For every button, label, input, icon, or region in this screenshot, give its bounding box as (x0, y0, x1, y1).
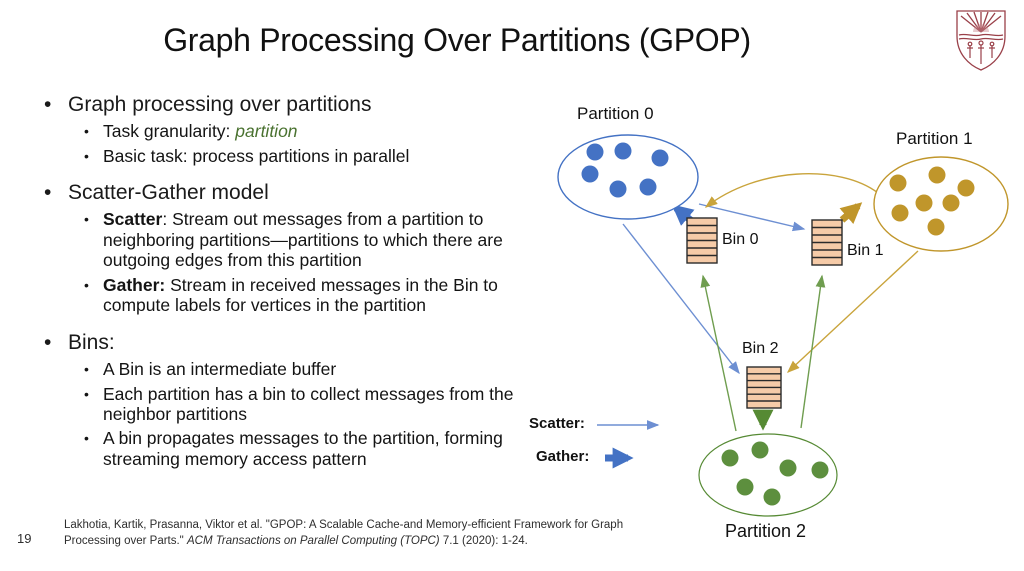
bullet-group-scatter-gather: • Scatter-Gather model • Scatter: Stream… (44, 180, 546, 316)
bin-1-shape (811, 219, 843, 266)
bullet-marker: • (44, 330, 52, 354)
bullet-marker: • (84, 123, 89, 140)
partition-1-label: Partition 1 (896, 129, 973, 148)
citation-line-2: Processing over Parts." ACM Transactions… (64, 534, 528, 547)
bullet-marker: • (84, 361, 89, 378)
bullet-marker: • (84, 430, 89, 447)
bullet-text: Scatter-Gather model (68, 181, 269, 205)
bin-2-shape (746, 366, 782, 409)
scatter-arrows (622, 173, 919, 432)
sub-bullet-text: Task granularity: partition (103, 121, 298, 142)
bullet-text: Graph processing over partitions (68, 93, 372, 116)
legend-gather-label: Gather: (536, 448, 590, 465)
partition-1-shape (873, 156, 1009, 252)
sub-bullet-text: A Bin is an intermediate buffer (103, 359, 337, 380)
bullet-text: Bins: (68, 330, 115, 354)
bullet-item: • Bins: (44, 330, 546, 356)
partition-0-label: Partition 0 (577, 104, 654, 123)
sub-bullet-text: A bin propagates messages to the partiti… (103, 428, 503, 469)
bullet-marker: • (84, 276, 89, 293)
bin-1-label: Bin 1 (847, 242, 884, 259)
page-title: Graph Processing Over Partitions (GPOP) (163, 22, 751, 58)
citation-journal: ACM Transactions on Parallel Computing (… (186, 534, 440, 547)
bin-2-label: Bin 2 (742, 340, 779, 357)
citation-line-1: Lakhotia, Kartik, Prasanna, Viktor et al… (64, 519, 624, 531)
sub-bullet-item: • Each partition has a bin to collect me… (84, 384, 546, 425)
sub-bullet-item: • Task granularity: partition (84, 121, 546, 141)
page-number: 19 (17, 531, 32, 546)
sub-bullet-text: Scatter: Stream out messages from a part… (103, 209, 503, 271)
partition-2-shape (698, 433, 838, 517)
bullet-group-partitions: • Graph processing over partitions • Tas… (44, 92, 546, 166)
usc-shield-logo-icon (956, 10, 1006, 71)
legend-scatter-label: Scatter: (529, 415, 585, 432)
partition-2-label: Partition 2 (725, 521, 807, 541)
sub-bullet-item: • Gather: Stream in received messages in… (84, 275, 546, 316)
sub-bullet-text: Basic task: process partitions in parall… (103, 145, 410, 166)
bullet-marker: • (84, 385, 89, 402)
sub-bullet-item: • Basic task: process partitions in para… (84, 146, 546, 166)
emphasis-partition: partition (235, 121, 298, 142)
sub-bullet-item: • A bin propagates messages to the parti… (84, 428, 546, 469)
sub-bullet-text: Gather: Stream in received messages in t… (103, 274, 498, 316)
bullet-marker: • (84, 211, 89, 228)
bullet-item: • Scatter-Gather model (44, 180, 546, 206)
bullet-marker: • (84, 147, 89, 164)
bullet-marker: • (44, 93, 52, 116)
bullet-marker: • (44, 181, 52, 205)
bin-0-shape (686, 217, 718, 264)
sub-bullet-item: • Scatter: Stream out messages from a pa… (84, 209, 546, 270)
bullet-group-bins: • Bins: • A Bin is an intermediate buffe… (44, 330, 546, 470)
sub-bullet-text: Each partition has a bin to collect mess… (103, 383, 514, 424)
partition-0-shape (557, 134, 699, 220)
citation: Lakhotia, Kartik, Prasanna, Viktor et al… (64, 518, 724, 549)
bullet-list: • Graph processing over partitions • Tas… (44, 92, 546, 483)
bin-0-label: Bin 0 (722, 231, 759, 248)
sub-bullet-item: • A Bin is an intermediate buffer (84, 359, 546, 379)
bullet-item: • Graph processing over partitions (44, 92, 546, 118)
